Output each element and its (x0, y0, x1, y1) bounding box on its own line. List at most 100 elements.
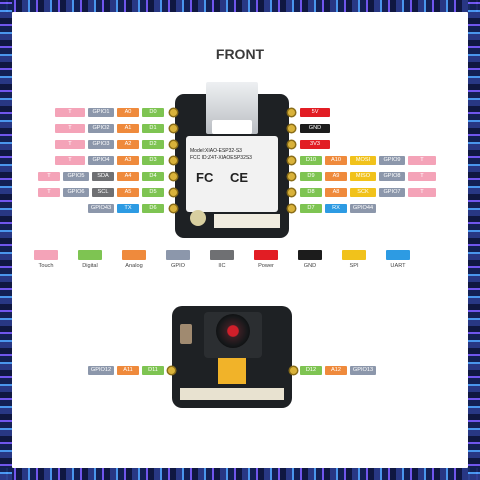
pin-label-spi: SCK (350, 188, 376, 197)
pin-label-touch: T (55, 140, 85, 149)
pin-label-touch: T (55, 108, 85, 117)
pin-label-touch: T (38, 172, 60, 181)
pin-label-digital: D6 (142, 204, 164, 213)
pin-label-touch: T (38, 188, 60, 197)
pin-pad (170, 109, 177, 116)
pin-label-digital: D0 (142, 108, 164, 117)
front-title: FRONT (215, 46, 265, 62)
pin-label-iic: SDA (92, 172, 114, 181)
pin-label-spi: MISO (350, 172, 376, 181)
legend-swatch-gnd (298, 250, 322, 260)
bottom-border (0, 468, 480, 480)
legend-label-analog: Analog (125, 263, 143, 269)
pin-label-touch: T (55, 156, 85, 165)
pin-label-gpio: GPIO3 (88, 140, 114, 149)
legend-swatch-touch (34, 250, 58, 260)
pin-label-digital: D3 (142, 156, 164, 165)
pin-label-analog: A5 (117, 188, 139, 197)
pin-label-iic: SCL (92, 188, 114, 197)
pin-pad (170, 125, 177, 132)
pin-label-touch: T (408, 172, 436, 181)
pin-label-digital: D4 (142, 172, 164, 181)
pin-label-gpio: GPIO43 (88, 204, 114, 213)
camera-pin-label-gpio: GPIO13 (350, 366, 376, 375)
model-text: Model:XIAO-ESP32-S3 (190, 148, 242, 154)
legend-label-touch: Touch (38, 263, 54, 269)
pin-pad (170, 205, 177, 212)
legend-label-gpio: GPIO (171, 263, 185, 269)
pin-label-gnd: GND (300, 124, 330, 133)
pin-pad (288, 205, 295, 212)
legend-label-spi: SPI (349, 263, 359, 269)
pin-label-digital: D10 (300, 156, 322, 165)
pin-label-analog: A3 (117, 156, 139, 165)
right-border (468, 0, 480, 480)
legend-label-iic: IIC (218, 263, 226, 269)
pin-label-digital: D9 (300, 172, 322, 181)
pin-label-gpio: GPIO8 (379, 172, 405, 181)
camera-pin-label-digital: D12 (300, 366, 322, 375)
pin-pad (288, 157, 295, 164)
legend-swatch-digital (78, 250, 102, 260)
pin-label-touch: T (408, 156, 436, 165)
pin-pad (170, 157, 177, 164)
pinout-card: FRONT Model:XIAO-ESP32-S3 FCC ID:Z4T-XIA… (12, 12, 468, 468)
pin-label-analog: A2 (117, 140, 139, 149)
legend-label-digital: Digital (82, 263, 98, 269)
pin-label-touch: T (55, 124, 85, 133)
pin-pad (170, 141, 177, 148)
pin-label-gpio: GPIO7 (379, 188, 405, 197)
pin-pad (288, 141, 295, 148)
legend-swatch-spi (342, 250, 366, 260)
boot-button[interactable] (190, 210, 206, 226)
camera-flex (218, 358, 246, 384)
camera-pin-label-gpio: GPIO12 (88, 366, 114, 375)
legend-label-gnd: GND (303, 263, 317, 269)
pin-label-power: 5V (300, 108, 330, 117)
camera-pin-pad (290, 367, 297, 374)
pin-label-analog: A0 (117, 108, 139, 117)
pin-label-gpio: GPIO1 (88, 108, 114, 117)
usb-c-port (212, 120, 252, 134)
camera-pin-pad (168, 367, 175, 374)
legend-label-power: Power (258, 263, 274, 269)
fc-logo: FC (196, 170, 214, 185)
pin-label-digital: D5 (142, 188, 164, 197)
rf-shield (186, 136, 278, 212)
pin-pad (288, 173, 295, 180)
pin-label-digital: D1 (142, 124, 164, 133)
pin-label-analog: A10 (325, 156, 347, 165)
microphone (180, 324, 192, 344)
pin-label-uart: TX (117, 204, 139, 213)
camera-pin-label-analog: A11 (117, 366, 139, 375)
legend-swatch-uart (386, 250, 410, 260)
pin-label-gpio: GPIO9 (379, 156, 405, 165)
pin-label-analog: A4 (117, 172, 139, 181)
pin-label-gpio: GPIO44 (350, 204, 376, 213)
legend-swatch-analog (122, 250, 146, 260)
pin-label-gpio: GPIO5 (63, 172, 89, 181)
pin-label-uart: RX (325, 204, 347, 213)
pin-label-gpio: GPIO4 (88, 156, 114, 165)
board-connector (214, 214, 280, 228)
pin-label-digital: D8 (300, 188, 322, 197)
pin-pad (170, 173, 177, 180)
ce-logo: CE (230, 170, 249, 185)
legend-swatch-gpio (166, 250, 190, 260)
left-border (0, 0, 12, 480)
pin-label-power: 3V3 (300, 140, 330, 149)
pin-label-analog: A9 (325, 172, 347, 181)
pin-label-analog: A8 (325, 188, 347, 197)
legend-label-uart: UART (390, 263, 406, 269)
pin-label-spi: MOSI (350, 156, 376, 165)
pin-label-touch: T (408, 188, 436, 197)
camera-lens (216, 314, 250, 348)
pin-label-gpio: GPIO2 (88, 124, 114, 133)
fcc-text: FCC ID:Z4T-XIAOESP32S3 (190, 155, 252, 161)
legend-swatch-power (254, 250, 278, 260)
pin-pad (288, 125, 295, 132)
camera-fpc-connector (180, 388, 284, 400)
legend-swatch-iic (210, 250, 234, 260)
pin-pad (170, 189, 177, 196)
pin-pad (288, 109, 295, 116)
